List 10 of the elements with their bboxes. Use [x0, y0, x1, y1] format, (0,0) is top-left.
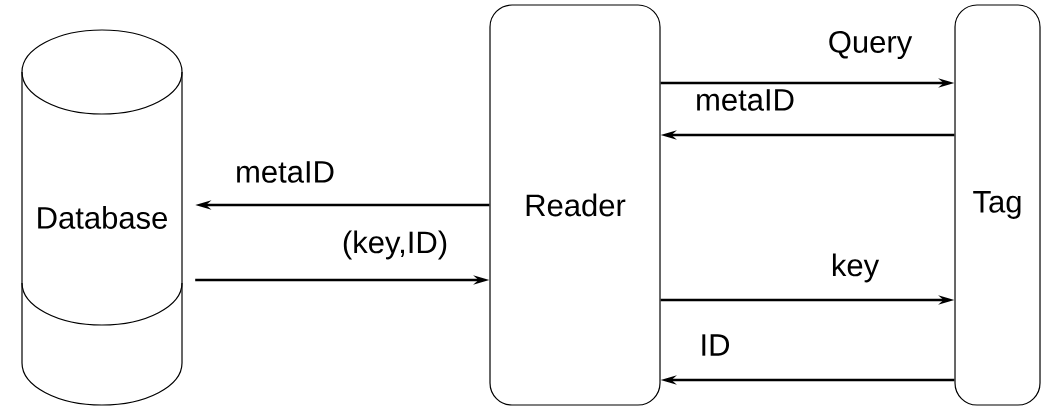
- edge-label: metaID: [693, 87, 797, 113]
- edge-label: key: [828, 251, 882, 285]
- rounded-box: Tag: [954, 4, 1041, 406]
- rounded-box: Reader: [489, 4, 661, 406]
- edge-label: ID: [697, 332, 733, 358]
- edge-label: (key,ID): [339, 228, 451, 262]
- edge-label: Query: [825, 28, 915, 62]
- edge-label: metaID: [233, 159, 337, 185]
- cylinder: Database: [21, 29, 183, 406]
- node-label: Database: [38, 206, 167, 229]
